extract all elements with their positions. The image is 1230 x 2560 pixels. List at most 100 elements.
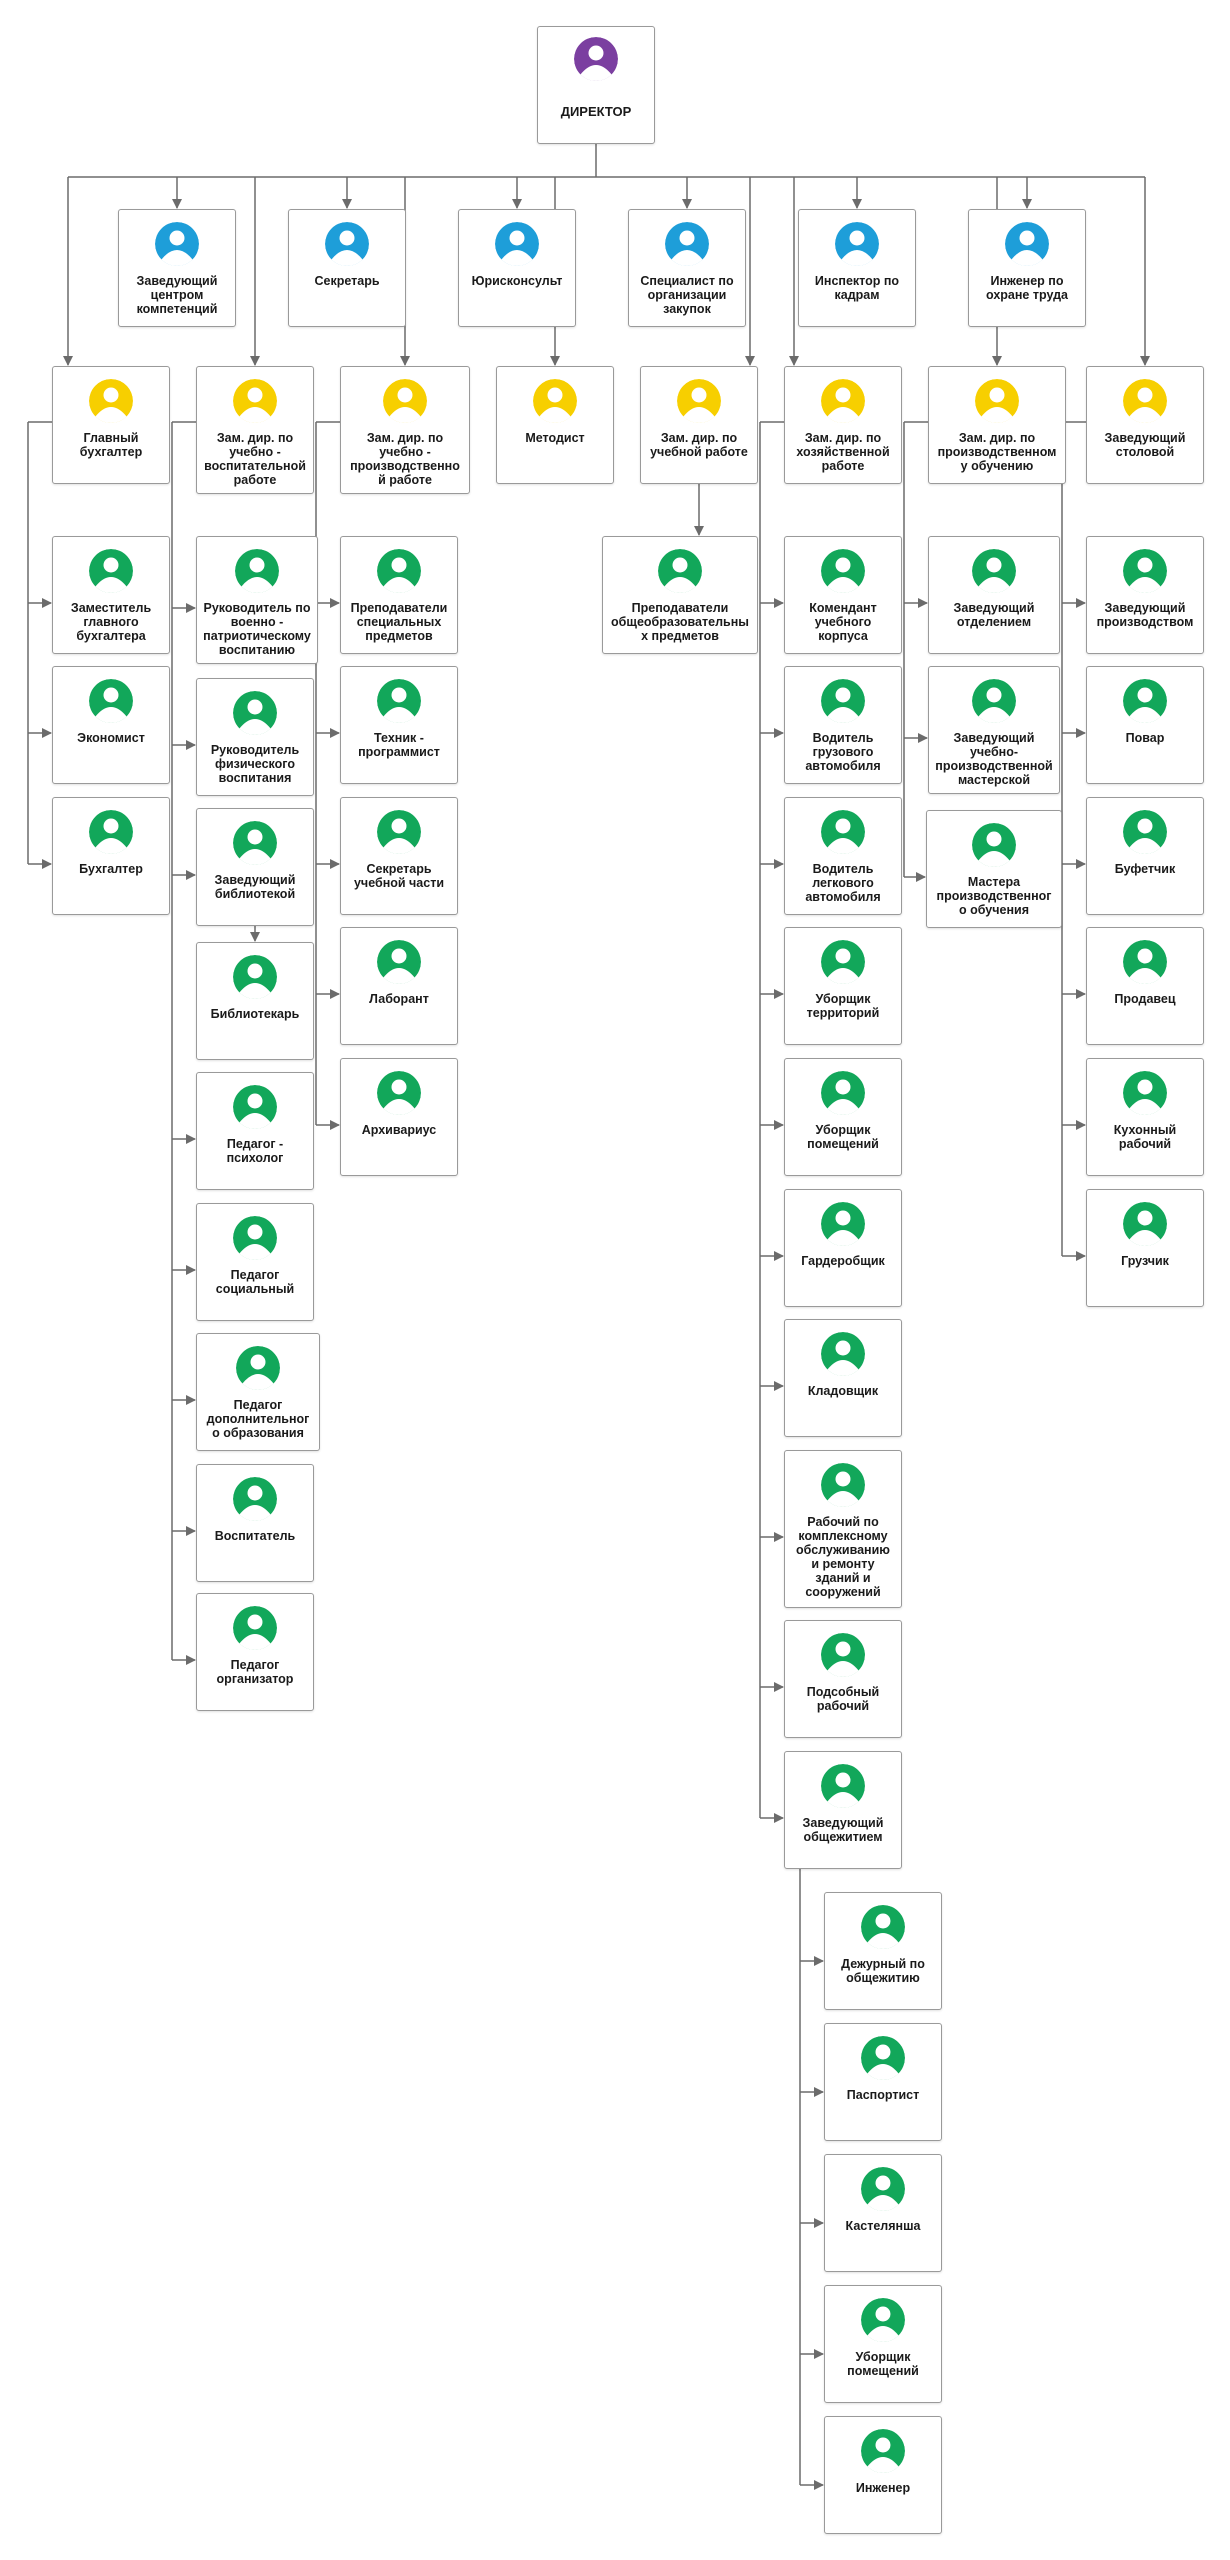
node-e-psychologist[interactable]: Педагог - психолог: [196, 1072, 314, 1190]
person-icon: [972, 823, 1016, 867]
node-label: Заведующий библиотекой: [214, 873, 296, 901]
node-d-education[interactable]: Зам. дир. по учебно - воспитательной раб…: [196, 366, 314, 494]
person-silhouette: [658, 549, 702, 593]
node-d-accountant[interactable]: Главный бухгалтер: [52, 366, 170, 484]
person-icon: [233, 955, 277, 999]
node-h-territory[interactable]: Уборщик территорий: [784, 927, 902, 1045]
node-dm-cleaner[interactable]: Уборщик помещений: [824, 2285, 942, 2403]
node-d-production[interactable]: Зам. дир. по учебно - производственной р…: [340, 366, 470, 494]
node-c-cook[interactable]: Повар: [1086, 666, 1204, 784]
node-label: Рабочий по комплексному обслуживанию и р…: [796, 1515, 890, 1599]
person-silhouette: [233, 821, 277, 865]
node-label: Методист: [525, 431, 585, 445]
node-label: Водитель легкового автомобиля: [805, 862, 881, 904]
node-p-secretary[interactable]: Секретарь учебной части: [340, 797, 458, 915]
node-e-additional[interactable]: Педагог дополнительного образования: [196, 1333, 320, 1451]
node-p-lab[interactable]: Лаборант: [340, 927, 458, 1045]
node-a-economist[interactable]: Экономист: [52, 666, 170, 784]
person-icon: [377, 1071, 421, 1115]
node-a-accountant[interactable]: Бухгалтер: [52, 797, 170, 915]
node-e-military[interactable]: Руководитель по военно - патриотическому…: [196, 536, 318, 664]
node-e-physical[interactable]: Руководитель физического воспитания: [196, 678, 314, 796]
person-silhouette: [325, 222, 369, 266]
node-e-library-head[interactable]: Заведующий библиотекой: [196, 808, 314, 926]
person-silhouette: [821, 1463, 865, 1507]
node-h-maintenance[interactable]: Рабочий по комплексному обслуживанию и р…: [784, 1450, 902, 1608]
node-c-production[interactable]: Заведующий производством: [1086, 536, 1204, 654]
node-dm-engineer[interactable]: Инженер: [824, 2416, 942, 2534]
person-icon: [821, 1071, 865, 1115]
node-label: Заместитель главного бухгалтера: [70, 601, 152, 643]
node-c-buffet[interactable]: Буфетчик: [1086, 797, 1204, 915]
person-icon: [821, 1764, 865, 1808]
node-t-masters[interactable]: Мастера производственного обучения: [926, 810, 1062, 928]
person-silhouette: [677, 379, 721, 423]
node-s-safety[interactable]: Инженер по охране труда: [968, 209, 1086, 327]
node-dm-duty[interactable]: Дежурный по общежитию: [824, 1892, 942, 2010]
node-h-rooms[interactable]: Уборщик помещений: [784, 1058, 902, 1176]
node-label: Зам. дир. по учебно - производственной р…: [350, 431, 460, 487]
node-label: Библиотекарь: [210, 1007, 300, 1021]
node-a-deputy[interactable]: Заместитель главного бухгалтера: [52, 536, 170, 654]
node-s-competence[interactable]: Заведующий центром компетенций: [118, 209, 236, 327]
person-silhouette: [155, 222, 199, 266]
node-d-canteen[interactable]: Заведующий столовой: [1086, 366, 1204, 484]
node-label: Повар: [1125, 731, 1165, 745]
node-t-department[interactable]: Заведующий отделением: [928, 536, 1060, 654]
node-s-secretary[interactable]: Секретарь: [288, 209, 406, 327]
node-h-storekeeper[interactable]: Кладовщик: [784, 1319, 902, 1437]
node-e-organizer[interactable]: Педагог организатор: [196, 1593, 314, 1711]
person-icon: [89, 679, 133, 723]
node-c-seller[interactable]: Продавец: [1086, 927, 1204, 1045]
node-h-car[interactable]: Водитель легкового автомобиля: [784, 797, 902, 915]
person-icon: [377, 810, 421, 854]
person-icon: [1123, 810, 1167, 854]
node-e-social[interactable]: Педагог социальный: [196, 1203, 314, 1321]
person-silhouette: [233, 1477, 277, 1521]
node-dm-passport[interactable]: Паспортист: [824, 2023, 942, 2141]
node-label: Бухгалтер: [79, 862, 143, 876]
node-s-lawyer[interactable]: Юрисконсульт: [458, 209, 576, 327]
node-label: Грузчик: [1121, 1254, 1169, 1268]
node-s-procurement[interactable]: Специалист по организации закупок: [628, 209, 746, 327]
person-silhouette: [89, 549, 133, 593]
node-s-hr[interactable]: Инспектор по кадрам: [798, 209, 916, 327]
node-d-household[interactable]: Зам. дир. по хозяйственной работе: [784, 366, 902, 484]
node-label: Техник - программист: [358, 731, 440, 759]
person-silhouette: [1123, 940, 1167, 984]
node-h-dorm-head[interactable]: Заведующий общежитием: [784, 1751, 902, 1869]
node-label: Преподаватели общеобразовательных предме…: [611, 601, 749, 643]
node-st-teachers[interactable]: Преподаватели общеобразовательных предме…: [602, 536, 758, 654]
person-silhouette: [233, 1216, 277, 1260]
node-h-helper[interactable]: Подсобный рабочий: [784, 1620, 902, 1738]
node-e-tutor[interactable]: Воспитатель: [196, 1464, 314, 1582]
node-dm-linen[interactable]: Кастелянша: [824, 2154, 942, 2272]
node-label: Заведующий отделением: [953, 601, 1035, 629]
node-h-commandant[interactable]: Комендант учебного корпуса: [784, 536, 902, 654]
node-c-kitchen[interactable]: Кухонный рабочий: [1086, 1058, 1204, 1176]
node-h-truck[interactable]: Водитель грузового автомобиля: [784, 666, 902, 784]
node-p-teachers[interactable]: Преподаватели специальных предметов: [340, 536, 458, 654]
node-label: Уборщик территорий: [806, 992, 880, 1020]
node-director[interactable]: ДИРЕКТОР: [537, 26, 655, 144]
person-icon: [821, 810, 865, 854]
node-c-loader[interactable]: Грузчик: [1086, 1189, 1204, 1307]
node-d-methodist[interactable]: Методист: [496, 366, 614, 484]
node-d-training[interactable]: Зам. дир. по производственному обучению: [928, 366, 1066, 484]
person-icon: [377, 679, 421, 723]
node-label: Уборщик помещений: [807, 1123, 879, 1151]
node-p-archivist[interactable]: Архивариус: [340, 1058, 458, 1176]
node-d-study[interactable]: Зам. дир. по учебной работе: [640, 366, 758, 484]
node-label: ДИРЕКТОР: [560, 104, 632, 119]
node-e-librarian[interactable]: Библиотекарь: [196, 942, 314, 1060]
person-icon: [1123, 379, 1167, 423]
node-label: Заведующий центром компетенций: [136, 274, 218, 316]
person-icon: [861, 2429, 905, 2473]
node-t-workshop[interactable]: Заведующий учебно-производственной масте…: [928, 666, 1060, 794]
node-label: Преподаватели специальных предметов: [350, 601, 448, 643]
node-p-technician[interactable]: Техник - программист: [340, 666, 458, 784]
node-h-cloakroom[interactable]: Гардеробщик: [784, 1189, 902, 1307]
person-icon: [821, 379, 865, 423]
node-label: Зам. дир. по учебно - воспитательной раб…: [204, 431, 306, 487]
person-icon: [1123, 679, 1167, 723]
